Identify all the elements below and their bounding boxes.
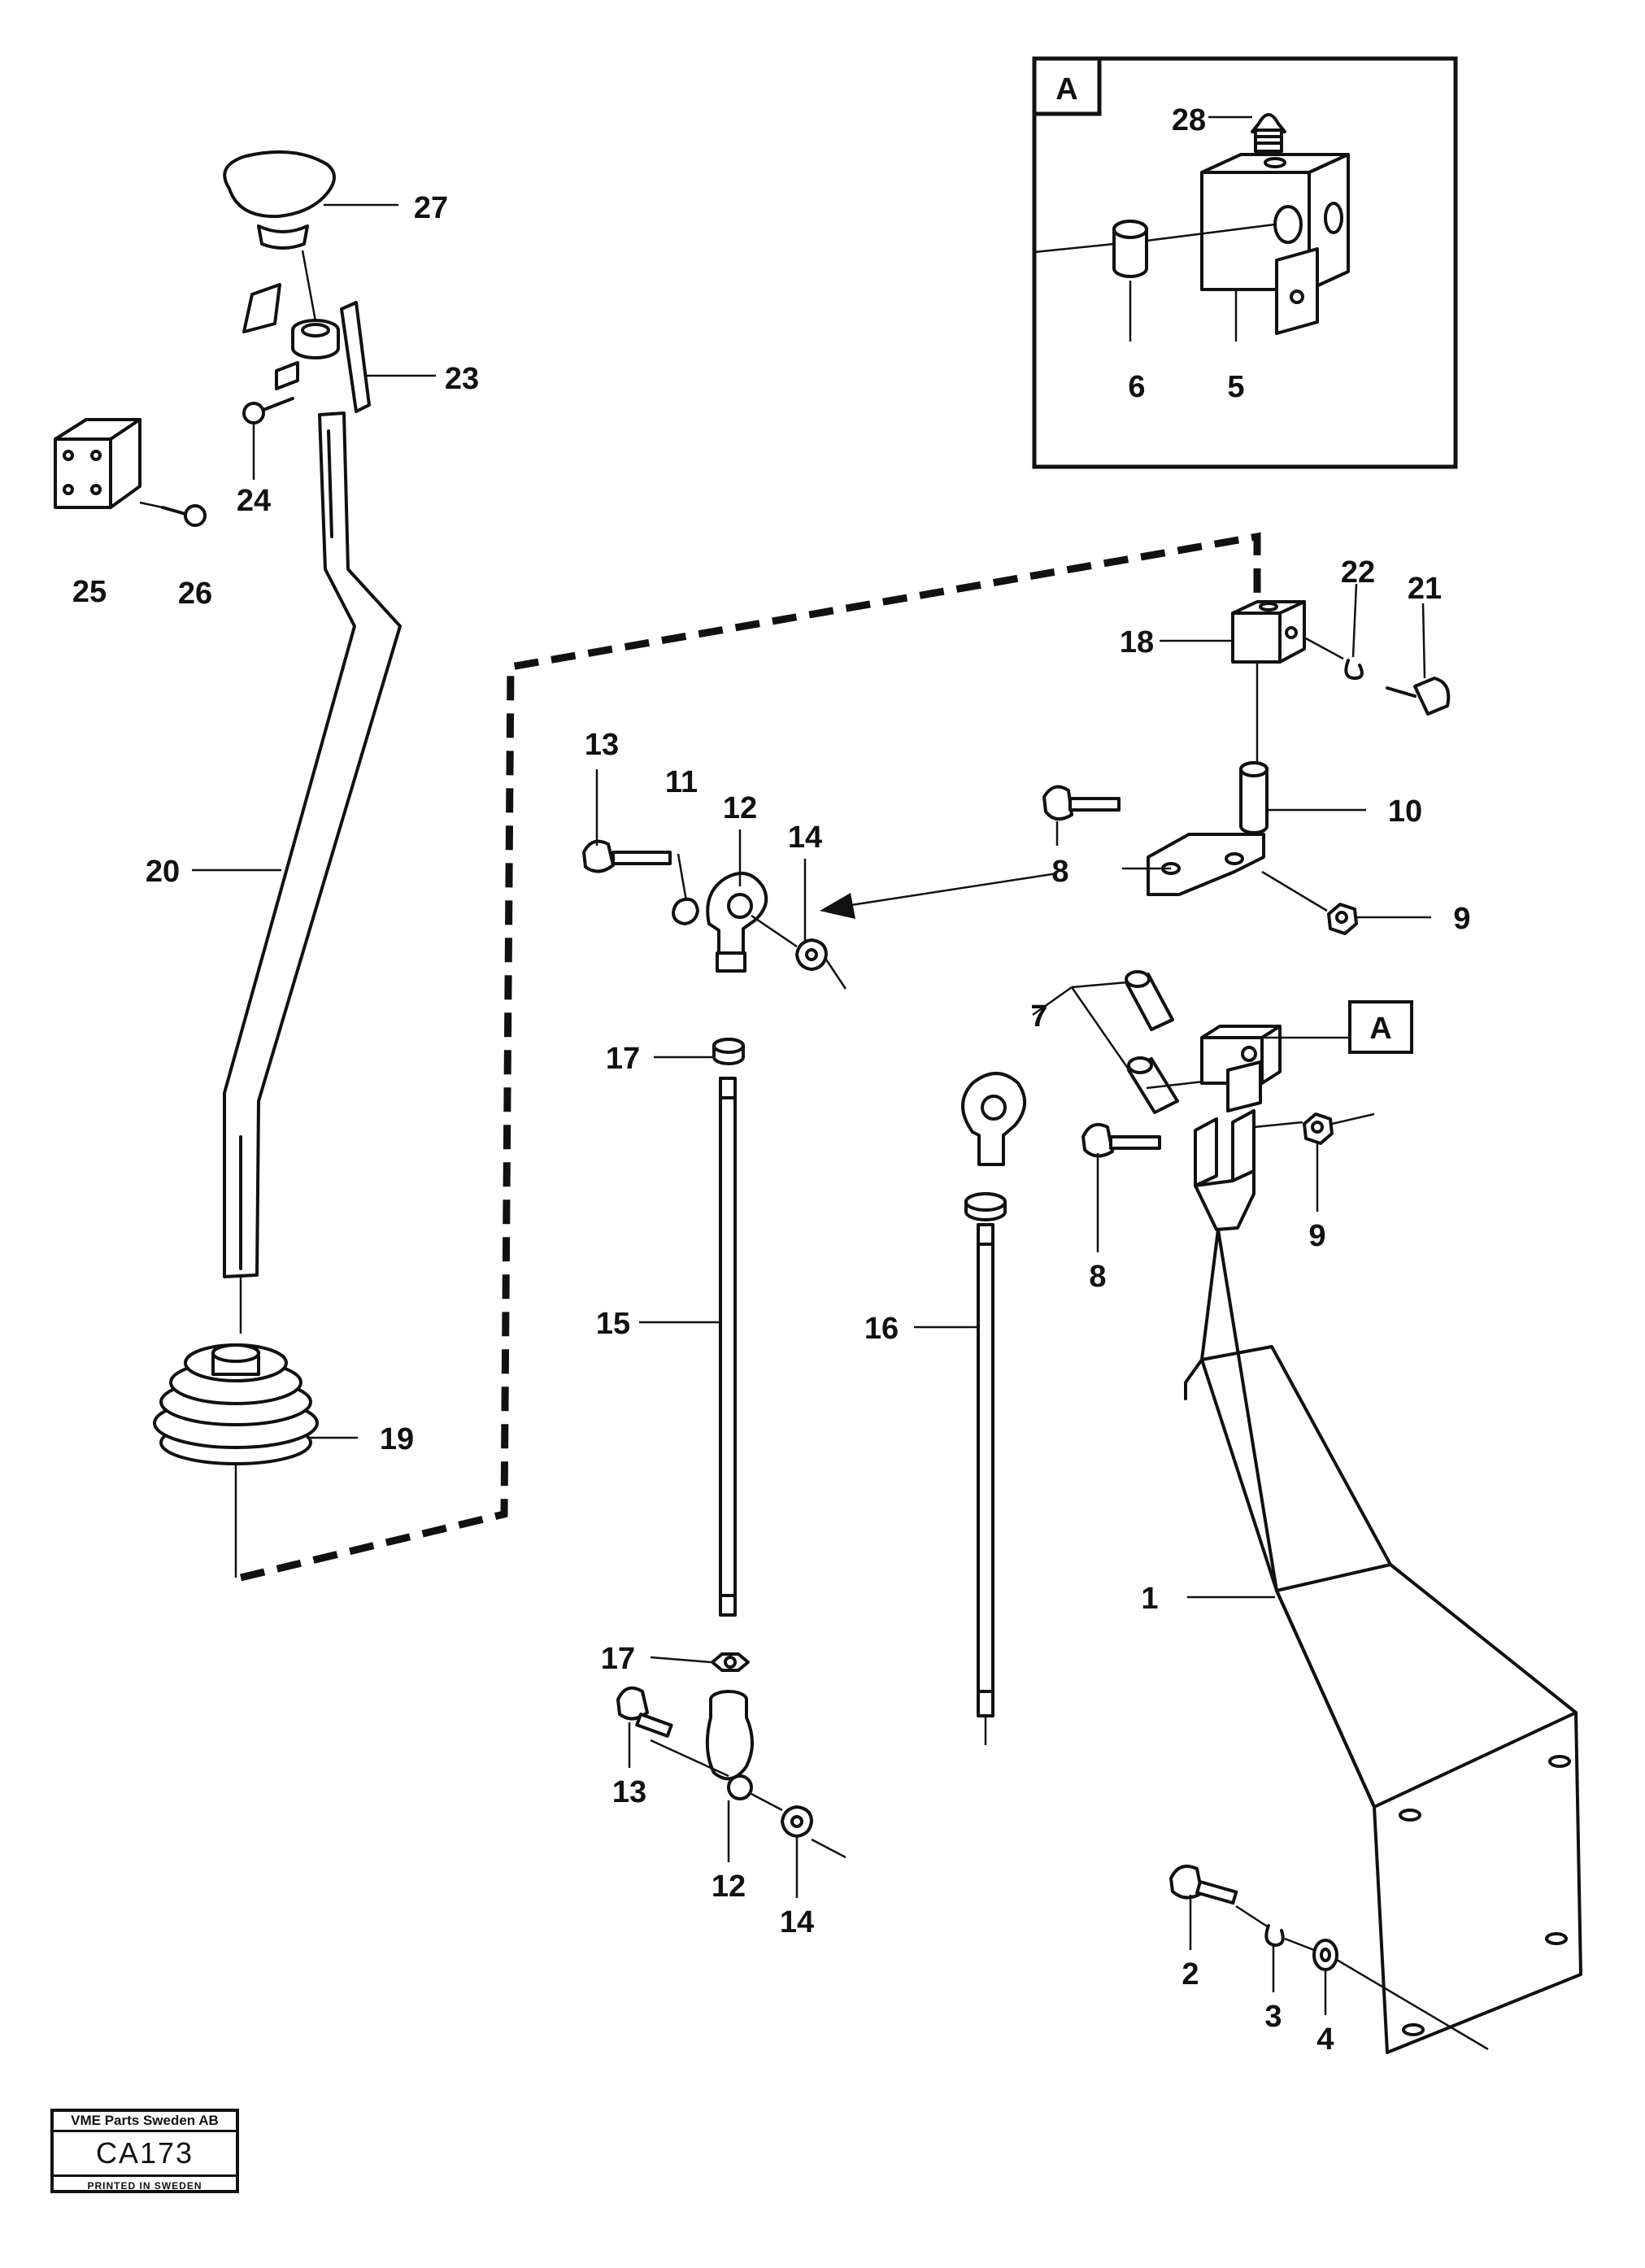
- lock-nut-upper: [712, 1038, 745, 1065]
- callout-9-upper: 9: [1453, 902, 1470, 936]
- lock-ring: [1344, 659, 1364, 680]
- callout-7: 7: [1030, 999, 1047, 1034]
- lock-washer: [1264, 1924, 1285, 1947]
- bushings: [1125, 970, 1179, 1114]
- callout-14-lower: 14: [780, 1905, 814, 1939]
- callout-8-upper: 8: [1051, 855, 1068, 889]
- rubber-boot: [153, 1343, 319, 1465]
- callout-21: 21: [1408, 572, 1442, 606]
- block-ref-a: [1200, 1025, 1282, 1112]
- drawing-code: CA173: [54, 2132, 236, 2177]
- callout-12-upper: 12: [723, 791, 757, 825]
- callout-22: 22: [1341, 555, 1375, 590]
- threaded-rod-15: [719, 1077, 737, 1617]
- callout-1: 1: [1141, 1582, 1158, 1616]
- pedal-bracket: [1184, 1109, 1582, 2054]
- lever-block: [1231, 600, 1306, 664]
- detail-inset-a: A: [1032, 56, 1458, 469]
- bushing: [1112, 220, 1148, 278]
- callout-4: 4: [1316, 2022, 1334, 2057]
- callout-8-lower: 8: [1089, 1260, 1106, 1294]
- ref-label-a: A: [1369, 1012, 1391, 1046]
- callout-16: 16: [864, 1312, 899, 1346]
- callout-10: 10: [1388, 794, 1422, 829]
- callout-24: 24: [237, 484, 271, 518]
- callout-2: 2: [1182, 1957, 1199, 1992]
- lock-nut-lower: [711, 1652, 750, 1672]
- assembly-connector: [239, 532, 1261, 1582]
- inset-label: A: [1055, 72, 1077, 107]
- callout-15: 15: [596, 1307, 630, 1341]
- callout-28: 28: [1172, 103, 1206, 137]
- rod-end-lower: [616, 1686, 813, 1838]
- block-screw: [161, 504, 207, 527]
- lever-knob: [223, 150, 336, 250]
- callout-11: 11: [665, 765, 698, 799]
- callout-5: 5: [1227, 370, 1244, 404]
- callout-26: 26: [178, 577, 212, 611]
- callout-18: 18: [1120, 625, 1154, 660]
- rod-end-upper: [582, 839, 828, 973]
- callout-3: 3: [1264, 2000, 1282, 2034]
- clamp-screw: [242, 397, 294, 424]
- threaded-rod-16: [977, 1223, 994, 1717]
- callout-numbers: 28 6 5 27 23 24 25 26 20 19 18 22 21 10 …: [72, 103, 1471, 2057]
- callout-14-upper: 14: [788, 821, 822, 855]
- callout-25: 25: [72, 575, 107, 609]
- fork-nut: [1303, 1112, 1334, 1145]
- printed-note: PRINTED IN SWEDEN: [87, 2180, 202, 2192]
- callout-13-lower: 13: [612, 1775, 646, 1809]
- mount-bolt: [1169, 1865, 1238, 1905]
- bearing-block: [1200, 153, 1350, 335]
- callout-23: 23: [445, 362, 479, 396]
- gear-lever: [223, 411, 402, 1278]
- company-name: VME Parts Sweden AB: [54, 2112, 236, 2132]
- title-block: VME Parts Sweden AB CA173 PRINTED IN SWE…: [50, 2109, 239, 2193]
- lever-bracket: [242, 283, 371, 413]
- callout-27: 27: [414, 191, 448, 225]
- callout-20: 20: [146, 855, 180, 889]
- pivot-bolt: [1042, 785, 1121, 821]
- pivot-nut: [1327, 903, 1358, 935]
- callout-17-upper: 17: [606, 1042, 640, 1076]
- callout-17-lower: 17: [601, 1642, 635, 1676]
- fork-bolt: [1081, 1123, 1161, 1158]
- lever-arm: [1147, 761, 1269, 896]
- flat-washer: [1312, 1939, 1338, 1971]
- callout-13-upper: 13: [585, 728, 619, 762]
- mounting-block: [54, 418, 141, 509]
- lock-screw: [1386, 677, 1451, 716]
- rod-end-16: [961, 1072, 1026, 1221]
- grease-nipple: [1251, 113, 1286, 153]
- assembly-arrow: [820, 872, 1058, 919]
- callout-12-lower: 12: [712, 1870, 746, 1904]
- callout-9-lower: 9: [1308, 1219, 1325, 1253]
- callout-6: 6: [1128, 370, 1145, 404]
- callout-19: 19: [380, 1422, 414, 1456]
